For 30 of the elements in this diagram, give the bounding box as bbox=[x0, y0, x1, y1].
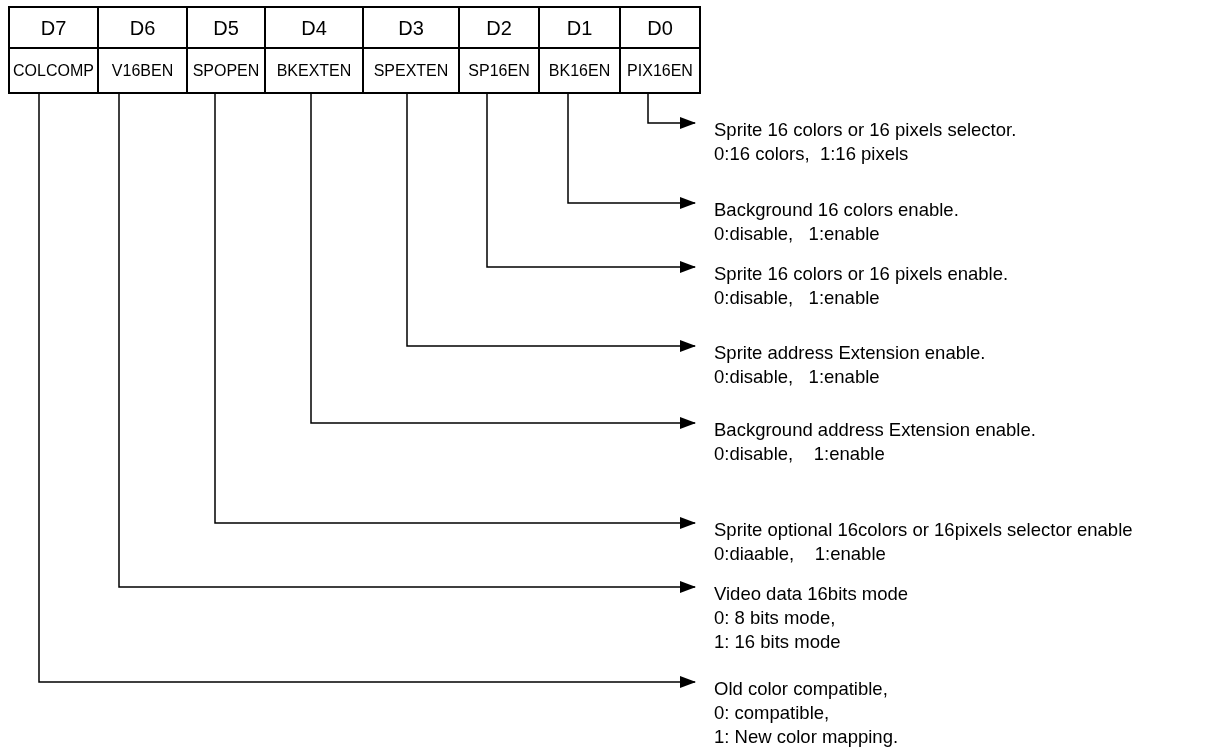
leader-arrow bbox=[310, 91, 696, 429]
bit-description: Background address Extension enable. bbox=[714, 418, 1036, 442]
leader-arrow bbox=[567, 91, 696, 209]
bit-description: Sprite address Extension enable. bbox=[714, 341, 986, 365]
leader-arrow bbox=[486, 91, 696, 273]
bit-description: Background 16 colors enable. bbox=[714, 198, 959, 222]
leader-arrow bbox=[38, 91, 696, 688]
bit-value-note: 0:disable, 1:enable bbox=[714, 442, 886, 466]
bit-value-note: 0: 8 bits mode, bbox=[714, 606, 837, 630]
bit-value-note: 0:disable, 1:enable bbox=[714, 222, 881, 246]
bit-header-cell: D7 bbox=[8, 6, 99, 49]
bit-value-note: 1: New color mapping. bbox=[714, 725, 899, 749]
bit-value-note: 0: compatible, bbox=[714, 701, 831, 725]
bit-description: Sprite 16 colors or 16 pixels enable. bbox=[714, 262, 1009, 286]
leader-arrow bbox=[406, 91, 696, 352]
leader-arrow bbox=[118, 91, 696, 593]
bit-value-note: 0:disable, 1:enable bbox=[714, 286, 881, 310]
bit-value-note: 0:16 colors, 1:16 pixels bbox=[714, 142, 910, 166]
leader-arrow bbox=[214, 91, 696, 529]
bit-value-note: 0:disable, 1:enable bbox=[714, 365, 881, 389]
bit-description: Sprite 16 colors or 16 pixels selector. bbox=[714, 118, 1017, 142]
bit-description: Sprite optional 16colors or 16pixels selector enable bbox=[714, 518, 1133, 542]
bit-header-cell: D0 bbox=[619, 6, 701, 49]
leader-arrow bbox=[647, 91, 696, 129]
bit-field-cell: COLCOMP bbox=[8, 47, 99, 94]
bit-field-cell: PIX16EN bbox=[619, 47, 701, 94]
bit-description: Old color compatible, bbox=[714, 677, 889, 701]
bit-description: Video data 16bits mode bbox=[714, 582, 909, 606]
bit-value-note: 0:diaable, 1:enable bbox=[714, 542, 887, 566]
bit-value-note: 1: 16 bits mode bbox=[714, 630, 842, 654]
